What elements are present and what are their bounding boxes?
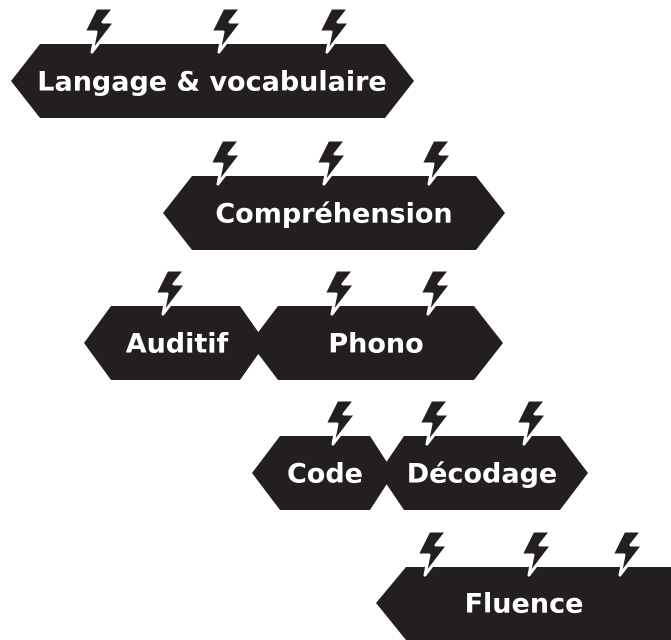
badge-label: Phono — [328, 329, 423, 360]
badge-fluence: Fluence — [376, 567, 671, 640]
badge-label: Compréhension — [215, 199, 452, 230]
badge-shape — [376, 567, 671, 640]
badge-label: Décodage — [407, 459, 557, 490]
badge-shape — [163, 176, 505, 250]
badge-shape — [250, 306, 503, 380]
badge-phono: Phono — [250, 306, 503, 380]
badge-label: Fluence — [465, 589, 584, 620]
badge-shape — [84, 306, 266, 380]
badge-label: Langage & vocabulaire — [37, 67, 386, 98]
badge-auditif: Auditif — [84, 306, 266, 380]
badge-code: Code — [252, 436, 394, 510]
badge-comprehension: Compréhension — [163, 176, 505, 250]
badge-decodage: Décodage — [379, 436, 588, 510]
badge-shape — [379, 436, 588, 510]
badge-label: Code — [287, 459, 363, 490]
badge-label: Auditif — [126, 329, 229, 360]
badge-langage-vocabulaire: Langage & vocabulaire — [11, 44, 414, 118]
badge-shape — [252, 436, 394, 510]
badge-shape — [11, 44, 414, 118]
